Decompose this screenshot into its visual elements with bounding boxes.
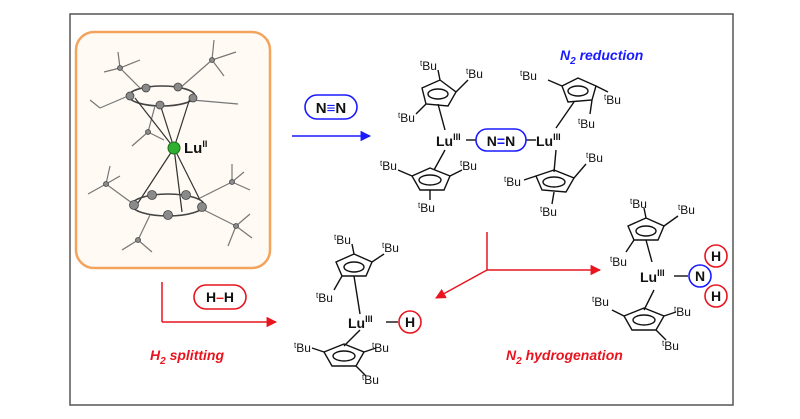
n2-reduction-reagent: N≡N <box>304 94 358 120</box>
amide-h2-label: H <box>711 288 721 304</box>
tbu-labels-amide: tBu tBu tBu tBu tBu tBu <box>592 197 695 353</box>
amide-n-bubble <box>688 264 712 288</box>
hydride-label: H <box>405 314 415 330</box>
n2-bridge-bubble <box>475 128 527 152</box>
svg-text:tBu: tBu <box>380 159 397 173</box>
svg-text:tBu: tBu <box>678 203 695 217</box>
lu-iii-amide-label: LuIII <box>640 268 665 285</box>
svg-text:tBu: tBu <box>662 339 679 353</box>
svg-text:tBu: tBu <box>382 241 399 255</box>
h2-reagent: H–H <box>193 284 247 310</box>
amide-n-label: N <box>695 268 705 284</box>
svg-text:N≡N: N≡N <box>316 100 346 117</box>
amide-h2-bubble <box>704 284 728 308</box>
svg-text:tBu: tBu <box>630 197 647 211</box>
svg-text:H–H: H–H <box>206 289 234 305</box>
hydride-complex <box>311 243 398 377</box>
svg-text:tBu: tBu <box>460 159 477 173</box>
svg-text:tBu: tBu <box>586 151 603 165</box>
amide-complex <box>611 207 688 341</box>
svg-text:tBu: tBu <box>504 175 521 189</box>
svg-text:tBu: tBu <box>334 233 351 247</box>
n2-hydrogenation-title: N2 hydrogenation <box>506 347 623 367</box>
h2-splitting-title: H2 splitting <box>150 347 224 367</box>
svg-text:tBu: tBu <box>420 59 437 73</box>
svg-text:tBu: tBu <box>466 67 483 81</box>
svg-text:tBu: tBu <box>610 255 627 269</box>
n2-bridge-label: N=N <box>487 133 515 149</box>
svg-text:tBu: tBu <box>362 373 379 387</box>
lu-atom <box>167 141 181 155</box>
svg-text:tBu: tBu <box>520 69 537 83</box>
tbu-labels-dinitrogen: tBu tBu tBu tBu tBu tBu tBu tBu tBu tBu … <box>380 59 621 219</box>
tbu-labels-hydride: tBu tBu tBu tBu tBu tBu <box>294 233 399 387</box>
svg-text:tBu: tBu <box>418 201 435 215</box>
lu-ii-label: LuII <box>184 139 207 157</box>
amide-h1-label: H <box>711 248 721 264</box>
n2-reduction-title: N2 reduction <box>560 47 643 67</box>
hydride-bubble <box>398 310 422 334</box>
svg-text:tBu: tBu <box>316 291 333 305</box>
svg-text:tBu: tBu <box>398 111 415 125</box>
dinitrogen-complex <box>397 69 609 205</box>
lu-iii-right-label: LuIII <box>536 132 561 149</box>
svg-text:tBu: tBu <box>674 305 691 319</box>
svg-text:tBu: tBu <box>372 341 389 355</box>
carbon-atoms <box>103 57 239 243</box>
lu-iii-left-label: LuIII <box>436 132 461 149</box>
svg-text:tBu: tBu <box>604 93 621 107</box>
amide-h1-bubble <box>704 244 728 268</box>
lu-iii-hydride-label: LuIII <box>348 314 373 331</box>
svg-text:tBu: tBu <box>578 117 595 131</box>
svg-text:tBu: tBu <box>540 205 557 219</box>
svg-text:tBu: tBu <box>592 295 609 309</box>
svg-text:tBu: tBu <box>294 341 311 355</box>
hydrogenation-arrows <box>435 232 602 299</box>
